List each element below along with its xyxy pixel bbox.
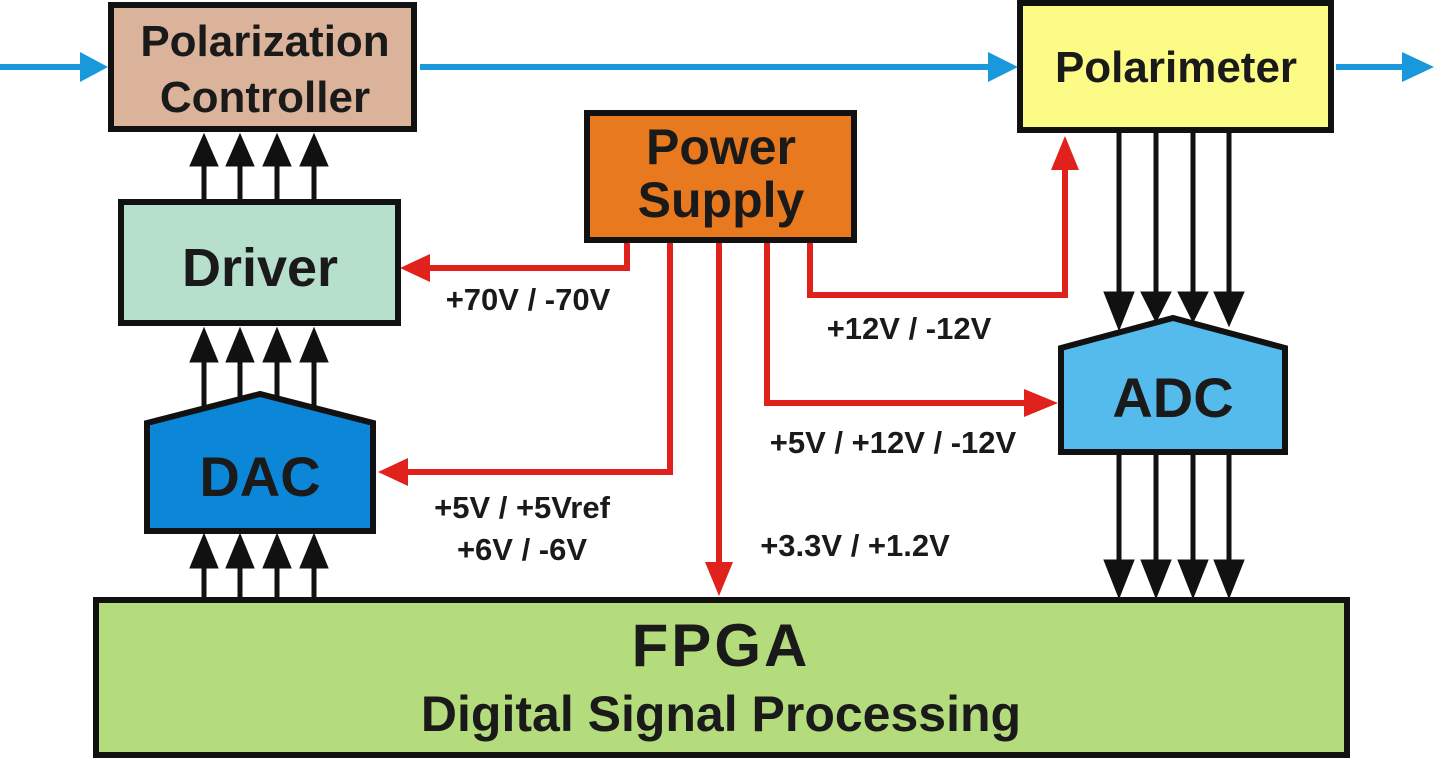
- adc-to-fpga-arrows: [1103, 455, 1245, 600]
- signal-arrows: [189, 132, 1245, 600]
- power-supply-label-line2: Supply: [638, 172, 805, 228]
- power-arrowhead-fpga: [705, 562, 733, 596]
- dac-shape: [144, 390, 376, 534]
- voltage-label-driver: +70V / -70V: [446, 282, 611, 317]
- driver-box: [118, 199, 401, 326]
- fpga-subtitle: Digital Signal Processing: [421, 686, 1021, 742]
- fpga-block: FPGA Digital Signal Processing: [93, 597, 1350, 758]
- voltage-label-fpga: +3.3V / +1.2V: [760, 528, 950, 563]
- fpga-to-dac-arrows: [189, 532, 329, 600]
- adc-shape: [1058, 314, 1288, 455]
- voltage-label-polarimeter: +12V / -12V: [827, 311, 992, 346]
- power-arrowhead-adc: [1024, 389, 1058, 417]
- voltage-label-dac-line1: +5V / +5Vref: [434, 490, 610, 525]
- driver-to-controller-arrows: [189, 132, 329, 200]
- driver-block: Driver: [118, 199, 401, 326]
- power-line-adc: [764, 241, 1026, 406]
- driver-label: Driver: [182, 238, 338, 298]
- polarization-controller-block: Polarization Controller: [108, 2, 417, 132]
- polarization-controller-label-line1: Polarization: [140, 17, 389, 66]
- optical-output-arrowhead: [1402, 52, 1434, 82]
- polarimeter-to-adc-arrows: [1103, 132, 1245, 332]
- power-line-dac: [406, 241, 673, 475]
- polarimeter-label: Polarimeter: [1055, 43, 1297, 92]
- voltage-labels: +70V / -70V +12V / -12V +5V / +12V / -12…: [434, 282, 1016, 567]
- fpga-box: [93, 597, 1350, 758]
- adc-label: ADC: [1112, 366, 1233, 429]
- power-supply-block: Power Supply: [584, 110, 857, 243]
- dac-to-driver-arrows: [189, 326, 329, 412]
- adc-block: ADC: [1058, 314, 1288, 455]
- power-supply-box: [584, 110, 857, 243]
- power-line-polarimeter: [807, 168, 1068, 298]
- optical-path: [0, 52, 1434, 82]
- polarimeter-block: Polarimeter: [1017, 0, 1334, 133]
- optical-middle-arrowhead: [988, 52, 1018, 82]
- dac-label: DAC: [199, 445, 320, 508]
- polarimeter-box: [1017, 0, 1334, 133]
- voltage-label-adc: +5V / +12V / -12V: [770, 425, 1017, 460]
- power-arrowhead-polarimeter: [1051, 136, 1079, 170]
- voltage-label-dac-line2: +6V / -6V: [457, 532, 587, 567]
- dac-block: DAC: [144, 390, 376, 534]
- power-arrowhead-dac: [378, 458, 408, 486]
- optical-input-arrowhead: [80, 52, 108, 82]
- power-arrowheads: [378, 136, 1079, 596]
- power-lines: [406, 168, 1068, 566]
- power-line-driver: [428, 241, 630, 271]
- power-arrowhead-driver: [400, 254, 430, 282]
- polarization-controller-box: [108, 2, 417, 132]
- polarization-controller-label-line2: Controller: [160, 73, 370, 122]
- power-supply-label-line1: Power: [646, 119, 796, 175]
- fpga-title: FPGA: [632, 612, 811, 679]
